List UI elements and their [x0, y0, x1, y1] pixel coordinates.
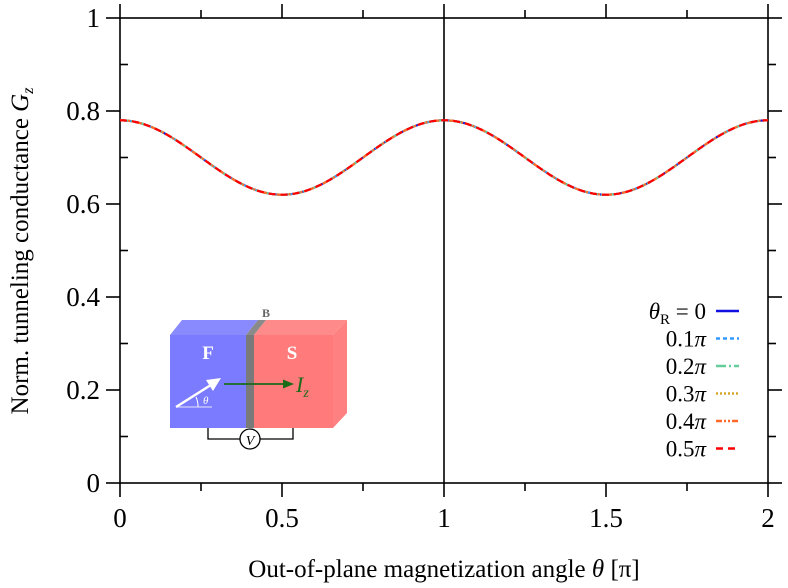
current-label: Iz: [295, 372, 309, 401]
y-tick-label: 0.4: [66, 282, 100, 312]
y-tick-label: 1: [87, 3, 101, 33]
x-tick-label: 0: [113, 503, 127, 533]
barrier-label: B: [262, 306, 270, 320]
magnetization-arrow-icon: θ: [175, 378, 221, 409]
voltmeter-icon: [239, 428, 261, 450]
legend-label: 0.5π: [666, 437, 708, 462]
legend-item: 0.1π: [666, 327, 739, 352]
x-tick-labels: 0 0.5 1 1.5 2: [113, 503, 775, 533]
superconductor-top-face: [254, 320, 347, 335]
x-tick-label: 1: [437, 503, 451, 533]
y-tick-label: 0: [87, 468, 101, 498]
current-arrow-icon: [224, 379, 294, 389]
legend-label: 0.1π: [666, 327, 708, 352]
x-tick-label: 2: [761, 503, 775, 533]
y-tick-label: 0.6: [66, 189, 100, 219]
y-axis-title: Norm. tunneling conductance Gz: [7, 87, 37, 415]
x-tick-label: 0.5: [265, 503, 299, 533]
ferromagnet-label: F: [202, 343, 214, 364]
x-tick-label: 1.5: [589, 503, 623, 533]
junction-inset-diagram: F S B θ Iz V: [170, 306, 347, 450]
legend-label: 0.3π: [666, 382, 708, 407]
ferromagnet-top-face: [170, 320, 258, 335]
voltmeter-circuit: V: [207, 428, 294, 450]
series-line: [119, 119, 769, 196]
y-tick-label: 0.2: [66, 375, 100, 405]
legend-label: 0.4π: [666, 409, 708, 434]
angle-label: θ: [203, 395, 209, 407]
legend-label: 0.2π: [666, 354, 708, 379]
superconductor-label: S: [287, 343, 298, 364]
barrier-front-face: [246, 335, 254, 428]
y-tick-label: 0.8: [66, 96, 100, 126]
legend-item: 0.5π: [666, 437, 739, 462]
data-series: [119, 119, 769, 196]
superconductor-side-face: [333, 320, 347, 428]
x-axis-title: Out-of-plane magnetization angle θ [π]: [248, 556, 639, 583]
y-tick-labels: 0 0.2 0.4 0.6 0.8 1: [66, 3, 100, 498]
legend: θR = 00.1π0.2π 0.3π0.4π 0.5π: [649, 299, 739, 462]
legend-label: θR = 0: [649, 299, 706, 328]
axis-ticks: [106, 4, 782, 497]
barrier-top-face: [246, 320, 266, 335]
legend-item: θR = 0: [649, 299, 739, 328]
legend-item: 0.2π: [666, 354, 739, 379]
legend-item: 0.4π: [666, 409, 739, 434]
voltmeter-label: V: [246, 434, 256, 449]
legend-item: 0.3π: [666, 382, 739, 407]
superconductor-front-face: [254, 335, 333, 428]
